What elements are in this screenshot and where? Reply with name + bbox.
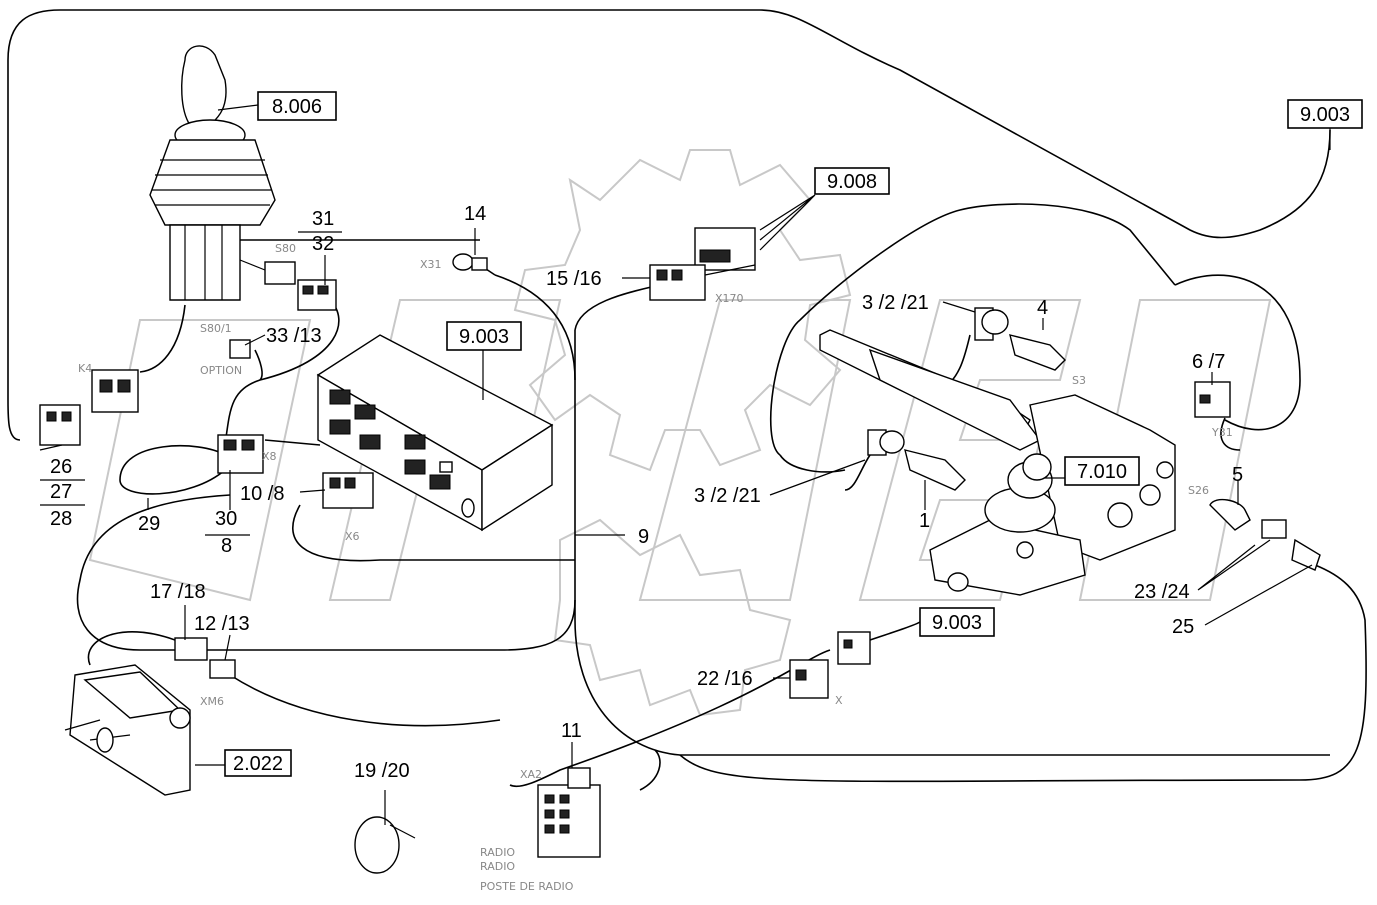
svg-text:POSTE DE RADIO: POSTE DE RADIO bbox=[480, 880, 574, 893]
pressure-switches bbox=[867, 307, 1321, 571]
svg-text:X8: X8 bbox=[262, 450, 277, 463]
svg-text:9.003: 9.003 bbox=[1300, 104, 1350, 126]
svg-text:9.008: 9.008 bbox=[827, 171, 877, 193]
k4-connector bbox=[39, 339, 251, 446]
label-8: 8 bbox=[221, 535, 232, 557]
eyelet-terminal bbox=[452, 253, 488, 271]
label-17-18: 17 /18 bbox=[150, 581, 206, 603]
svg-text:XM6: XM6 bbox=[200, 695, 224, 708]
label-23-24: 23 /24 bbox=[1134, 581, 1190, 603]
svg-text:OPTION: OPTION bbox=[200, 364, 242, 377]
label-26: 26 bbox=[50, 456, 72, 478]
label-33-13: 33 /13 bbox=[266, 325, 322, 347]
joystick bbox=[149, 45, 337, 311]
control-box bbox=[217, 334, 554, 532]
ref-box-9003-top: 9.003 bbox=[1287, 99, 1363, 129]
svg-text:Y31: Y31 bbox=[1211, 426, 1233, 439]
cable-tie bbox=[354, 816, 416, 874]
label-14: 14 bbox=[464, 203, 486, 225]
svg-text:8.006: 8.006 bbox=[272, 96, 322, 118]
radio-connector bbox=[537, 767, 601, 858]
label-4: 4 bbox=[1037, 297, 1048, 319]
label-3-2-21-top: 3 /2 /21 bbox=[862, 292, 929, 314]
svg-text:S80/1: S80/1 bbox=[200, 322, 232, 335]
label-15-16: 15 /16 bbox=[546, 268, 602, 290]
svg-text:RADIO: RADIO bbox=[480, 846, 515, 859]
designator-labels: S80 X31 X170 S80/1 OPTION K4 X8 X6 XM6 X… bbox=[78, 242, 1233, 893]
svg-text:X31: X31 bbox=[420, 258, 442, 271]
switch-panel bbox=[64, 637, 236, 796]
label-28: 28 bbox=[50, 508, 72, 530]
label-27: 27 bbox=[50, 481, 72, 503]
label-30: 30 bbox=[215, 508, 237, 530]
ref-box-9003-bottom: 9.003 bbox=[919, 607, 995, 637]
label-19-20: 19 /20 bbox=[354, 760, 410, 782]
ref-box-9008: 9.008 bbox=[814, 167, 890, 195]
ref-box-8006: 8.006 bbox=[257, 91, 337, 121]
label-22-16: 22 /16 bbox=[697, 668, 753, 690]
ref-box-2022: 2.022 bbox=[224, 749, 292, 777]
x170-connectors bbox=[649, 194, 816, 301]
svg-text:X: X bbox=[835, 694, 843, 707]
label-6-7: 6 /7 bbox=[1192, 351, 1225, 373]
svg-text:S3: S3 bbox=[1072, 374, 1086, 387]
svg-text:2.022: 2.022 bbox=[233, 753, 283, 775]
svg-text:X170: X170 bbox=[715, 292, 744, 305]
svg-text:S80: S80 bbox=[275, 242, 296, 255]
label-32: 32 bbox=[312, 233, 334, 255]
label-5: 5 bbox=[1232, 464, 1243, 486]
bottom-connectors bbox=[789, 631, 871, 699]
label-31: 31 bbox=[312, 208, 334, 230]
part-labels: 31 32 14 15 /16 33 /13 26 27 28 29 30 8 … bbox=[50, 203, 1243, 782]
harness-wires bbox=[7, 9, 1367, 791]
label-12-13: 12 /13 bbox=[194, 613, 250, 635]
ref-box-7010: 7.010 bbox=[1064, 456, 1140, 486]
label-10-8: 10 /8 bbox=[240, 483, 284, 505]
leader-lines bbox=[39, 104, 1331, 825]
svg-text:S26: S26 bbox=[1188, 484, 1209, 497]
label-25: 25 bbox=[1172, 616, 1194, 638]
svg-text:K4: K4 bbox=[78, 362, 92, 375]
valve-block bbox=[819, 329, 1176, 596]
svg-text:RADIO: RADIO bbox=[480, 860, 515, 873]
label-9: 9 bbox=[638, 526, 649, 548]
svg-text:7.010: 7.010 bbox=[1077, 461, 1127, 483]
svg-text:9.003: 9.003 bbox=[459, 326, 509, 348]
svg-text:9.003: 9.003 bbox=[932, 612, 982, 634]
ref-box-9003-box: 9.003 bbox=[446, 321, 522, 351]
label-1: 1 bbox=[919, 510, 930, 532]
svg-text:XA2: XA2 bbox=[520, 768, 542, 781]
label-11: 11 bbox=[561, 720, 582, 742]
label-29: 29 bbox=[138, 513, 160, 535]
label-3-2-21-bottom: 3 /2 /21 bbox=[694, 485, 761, 507]
svg-text:X6: X6 bbox=[345, 530, 360, 543]
